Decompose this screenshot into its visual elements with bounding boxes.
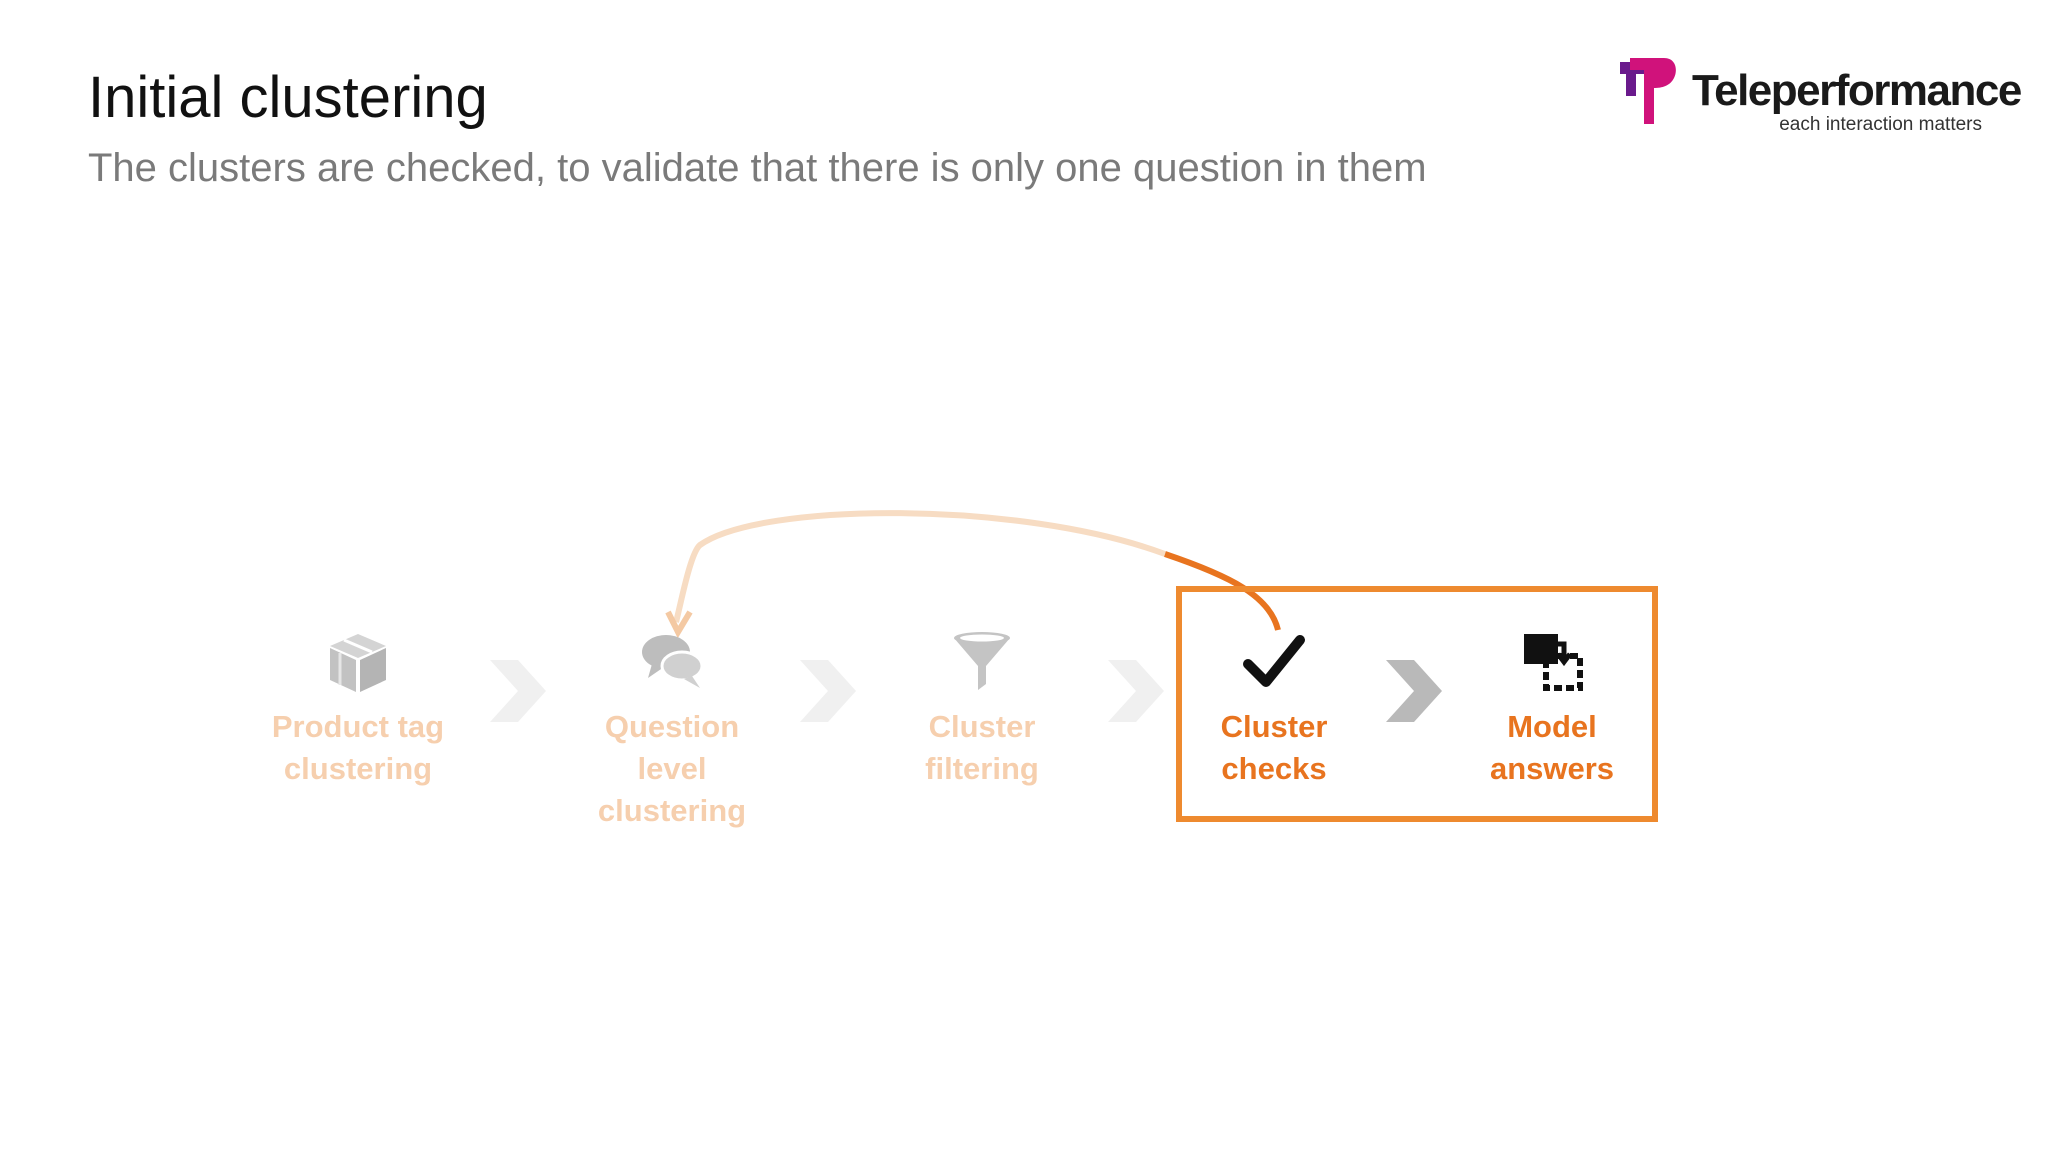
slide-title: Initial clustering <box>88 65 488 130</box>
step-cluster-checks: Cluster checks <box>1144 630 1404 790</box>
step-label: Product tag clustering <box>271 709 445 786</box>
funnel-icon <box>954 632 1010 690</box>
teleperformance-logo: Teleperformance each interaction matters <box>1618 56 2022 142</box>
step-question-level-clustering: Question level clustering <box>542 630 802 832</box>
step-cluster-filtering: Cluster filtering <box>852 630 1112 790</box>
logo-tagline: each interaction matters <box>1779 114 1982 135</box>
chat-bubbles-icon <box>642 635 704 688</box>
loop-back-arc-faded <box>673 510 1167 623</box>
step-label: Cluster filtering <box>925 709 1039 786</box>
loop-back-arc-faded-top <box>960 524 1165 554</box>
step-label: Cluster checks <box>1220 709 1328 786</box>
logo-mark-icon <box>1620 58 1676 124</box>
chevron-right-icon <box>1386 660 1442 722</box>
checkmark-icon <box>1243 635 1305 687</box>
slide-subtitle: The clusters are checked, to validate th… <box>88 146 1427 190</box>
step-product-tag-clustering: Product tag clustering <box>228 630 488 790</box>
step-label: Question level clustering <box>597 709 747 828</box>
step-label: Model answers <box>1489 709 1615 786</box>
logo-brand-text: Teleperformance <box>1692 66 2022 115</box>
chevron-right-icon <box>800 660 856 722</box>
chevron-right-icon <box>1108 660 1164 722</box>
active-steps-highlight <box>1176 586 1658 822</box>
merge-blocks-icon <box>1524 634 1583 691</box>
chevron-right-icon <box>490 660 546 722</box>
loop-back-arrowhead <box>665 610 693 639</box>
step-model-answers: Model answers <box>1422 630 1682 790</box>
box-icon <box>330 634 386 692</box>
